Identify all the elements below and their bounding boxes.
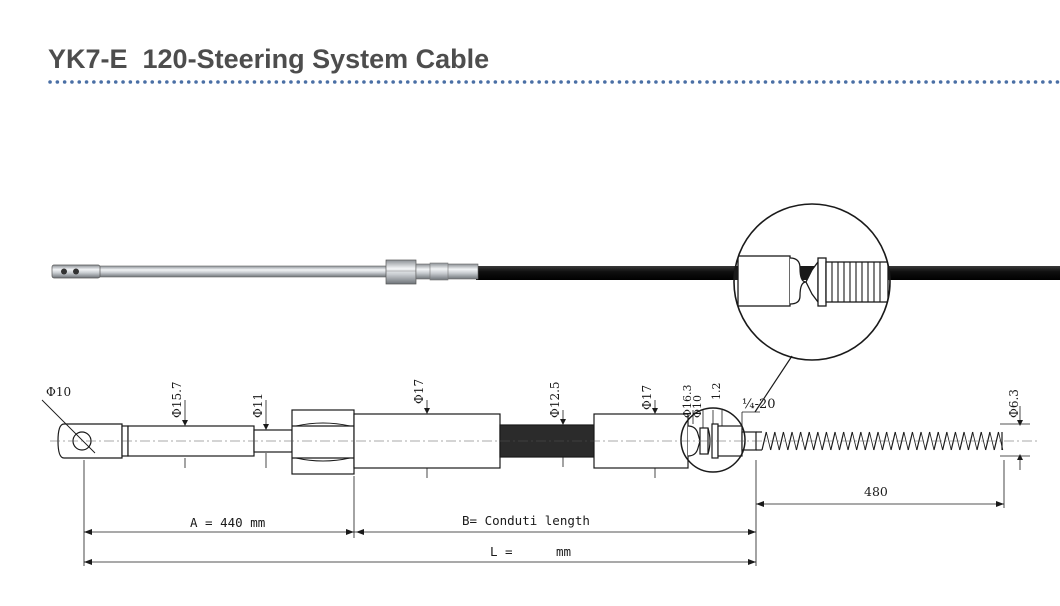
- dimension-b-label: B= Conduti length: [462, 513, 590, 528]
- diameter-labels: Φ10 Φ15.7 Φ11 Φ17 Φ12.5 Φ17 Φ16.3 Φ10 1.…: [46, 379, 1021, 418]
- helix-segment: [959, 431, 965, 451]
- label-fitting-diameter: Φ17: [412, 379, 426, 404]
- dimension-l-unit: mm: [556, 544, 571, 559]
- label-end-fitting-diameter: Φ17: [640, 385, 654, 410]
- label-groove-outer-diameter: Φ16.3: [681, 384, 694, 418]
- label-groove-inner-diameter: Φ10: [691, 395, 704, 418]
- helix-segment: [783, 431, 789, 451]
- helix-segment: [890, 431, 896, 451]
- helix-segment: [765, 431, 771, 451]
- helix-segment: [929, 431, 935, 451]
- helix-segment: [976, 431, 982, 451]
- helix-segment: [795, 431, 802, 451]
- helix-segment: [942, 431, 948, 451]
- helix-segment: [903, 431, 909, 451]
- helix-segment: [963, 431, 969, 451]
- dimension-lines: [83, 400, 1030, 566]
- helix-segment: [886, 431, 892, 451]
- helix-segment: [778, 431, 785, 451]
- dimension-l-prefix: L =: [490, 544, 513, 559]
- page-title: YK7-E 120-Steering System Cable: [48, 44, 490, 74]
- helix-segment: [761, 431, 767, 451]
- label-thread-size: ¼-20: [742, 397, 776, 412]
- helix-segment: [869, 431, 875, 451]
- magnifier-detail: [733, 203, 891, 413]
- label-rod-diameter: Φ15.7: [170, 381, 184, 418]
- label-conduit-diameter: Φ12.5: [548, 381, 562, 418]
- label-groove-width: 1.2: [710, 383, 723, 401]
- helix-segment: [838, 431, 845, 451]
- helix-segment: [993, 431, 1000, 451]
- helix-segment: [946, 431, 952, 451]
- dimension-helix-length: 480: [864, 484, 888, 499]
- helix-segment: [873, 431, 879, 451]
- helix-segment: [851, 431, 857, 451]
- dimension-labels: A = 440 mm B= Conduti length L = mm 480: [190, 484, 888, 559]
- helix-segment: [980, 431, 986, 451]
- dimension-a-label: A = 440 mm: [190, 515, 265, 530]
- label-eye-diameter: Φ10: [46, 385, 71, 399]
- title-dotted-rule: [48, 80, 1060, 84]
- helix-segment: [856, 431, 862, 451]
- label-helix-diameter: Φ6.3: [1007, 389, 1021, 418]
- cable-photo: [51, 259, 1060, 285]
- label-rod-tip-diameter: Φ11: [251, 393, 265, 418]
